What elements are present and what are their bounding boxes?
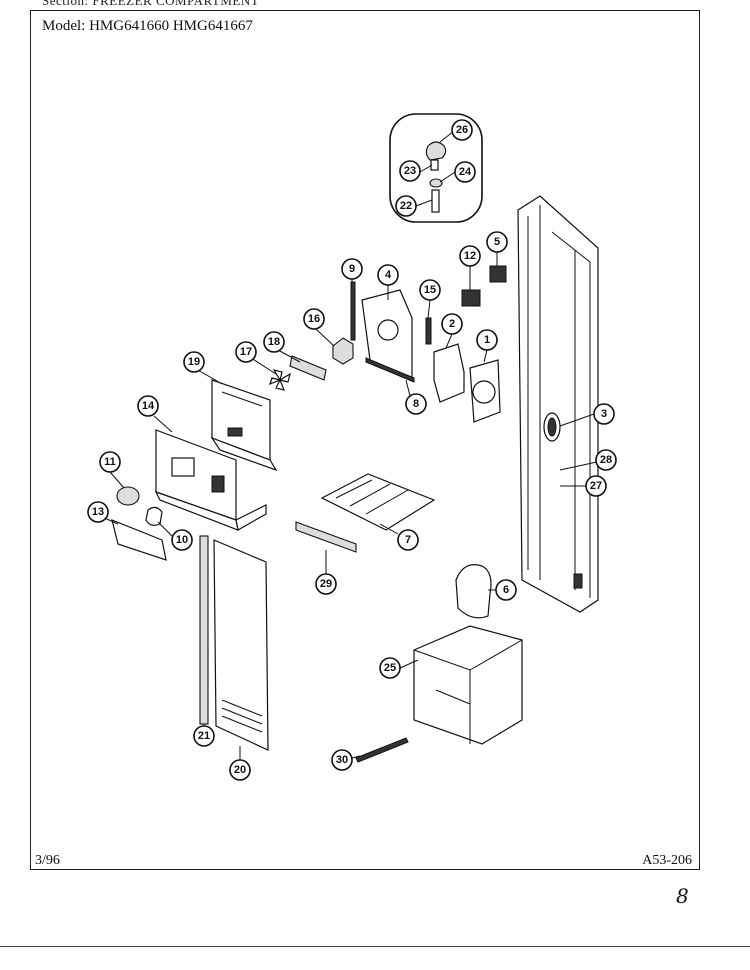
- page-mark: 8: [676, 884, 689, 908]
- callout-13: 13: [87, 501, 109, 523]
- callout-25: 25: [379, 657, 401, 679]
- callout-3: 3: [593, 403, 615, 425]
- callout-1: 1: [476, 329, 498, 351]
- part-20-shape: [213, 539, 269, 751]
- callout-27: 27: [585, 475, 607, 497]
- callout-24: 24: [454, 161, 476, 183]
- inset-detail: [389, 113, 483, 223]
- svg-text:15: 15: [424, 284, 436, 296]
- part-11-shape: [116, 486, 140, 506]
- freezer-cabinet: [517, 195, 599, 613]
- callout-16: 16: [303, 308, 325, 330]
- callout-4: 4: [377, 264, 399, 286]
- callout-11: 11: [99, 451, 121, 473]
- part-10-shape: [145, 506, 163, 526]
- part-14-shape: [154, 429, 267, 531]
- svg-text:19: 19: [188, 356, 200, 368]
- svg-text:2: 2: [449, 318, 455, 330]
- part-9-shape: [350, 281, 356, 341]
- part-5-shape: [489, 265, 507, 283]
- callout-12: 12: [459, 245, 481, 267]
- svg-text:3: 3: [601, 408, 607, 420]
- svg-text:4: 4: [385, 269, 392, 281]
- part-8-shape: [365, 357, 415, 383]
- callout-14: 14: [137, 395, 159, 417]
- date-label: 3/96: [35, 853, 60, 868]
- svg-text:13: 13: [92, 506, 104, 518]
- svg-text:21: 21: [198, 730, 210, 742]
- callout-18: 18: [263, 331, 285, 353]
- callout-9: 9: [341, 258, 363, 280]
- part-17-shape: [269, 369, 291, 391]
- callout-20: 20: [229, 759, 251, 781]
- svg-text:6: 6: [503, 584, 509, 596]
- part-16-shape: [332, 337, 354, 365]
- part-25-shape: [413, 625, 523, 745]
- part-12-shape: [461, 289, 481, 307]
- callout-23: 23: [399, 160, 421, 182]
- diagram-frame: [30, 10, 700, 870]
- svg-text:29: 29: [320, 578, 332, 590]
- part-15-shape: [425, 317, 432, 345]
- part-6-shape: [455, 564, 492, 619]
- svg-text:20: 20: [234, 764, 246, 776]
- callout-19: 19: [183, 351, 205, 373]
- callout-8: 8: [405, 393, 427, 415]
- callout-22: 22: [395, 195, 417, 217]
- callout-5: 5: [486, 231, 508, 253]
- callout-21: 21: [193, 725, 215, 747]
- callout-6: 6: [495, 579, 517, 601]
- section-title: Section: FREEZER COMPARTMENT: [42, 0, 260, 8]
- svg-text:23: 23: [404, 165, 416, 177]
- svg-text:22: 22: [400, 200, 412, 212]
- svg-text:25: 25: [384, 662, 396, 674]
- part-30-shape: [355, 737, 409, 763]
- part-7-shape: [320, 473, 436, 531]
- callout-2: 2: [441, 313, 463, 335]
- callout-26: 26: [451, 119, 473, 141]
- part-29-shape: [295, 521, 357, 553]
- model-title: Model: HMG641660 HMG641667: [42, 18, 253, 34]
- svg-text:16: 16: [308, 313, 320, 325]
- svg-text:26: 26: [456, 124, 468, 136]
- part-21-shape: [199, 535, 209, 725]
- callout-17: 17: [235, 341, 257, 363]
- svg-text:24: 24: [459, 166, 472, 178]
- svg-text:7: 7: [405, 534, 411, 546]
- svg-text:11: 11: [104, 456, 116, 468]
- svg-text:14: 14: [142, 400, 155, 412]
- diagram-code: A53-206: [642, 853, 692, 868]
- svg-text:8: 8: [413, 398, 419, 410]
- svg-text:9: 9: [349, 263, 355, 275]
- svg-text:18: 18: [268, 336, 280, 348]
- callout-30: 30: [331, 749, 353, 771]
- callout-28: 28: [595, 449, 617, 471]
- part-19-shape: [210, 379, 278, 472]
- svg-text:10: 10: [176, 534, 188, 546]
- svg-text:30: 30: [336, 754, 348, 766]
- svg-text:27: 27: [590, 480, 602, 492]
- callout-10: 10: [171, 529, 193, 551]
- svg-text:1: 1: [484, 334, 490, 346]
- svg-text:5: 5: [494, 236, 500, 248]
- callout-15: 15: [419, 279, 441, 301]
- part-2-shape: [433, 343, 465, 403]
- part-13-shape: [111, 519, 167, 561]
- callout-29: 29: [315, 573, 337, 595]
- bottom-rule: [0, 946, 750, 947]
- svg-text:17: 17: [240, 346, 252, 358]
- svg-text:28: 28: [600, 454, 612, 466]
- callout-7: 7: [397, 529, 419, 551]
- svg-text:12: 12: [464, 250, 476, 262]
